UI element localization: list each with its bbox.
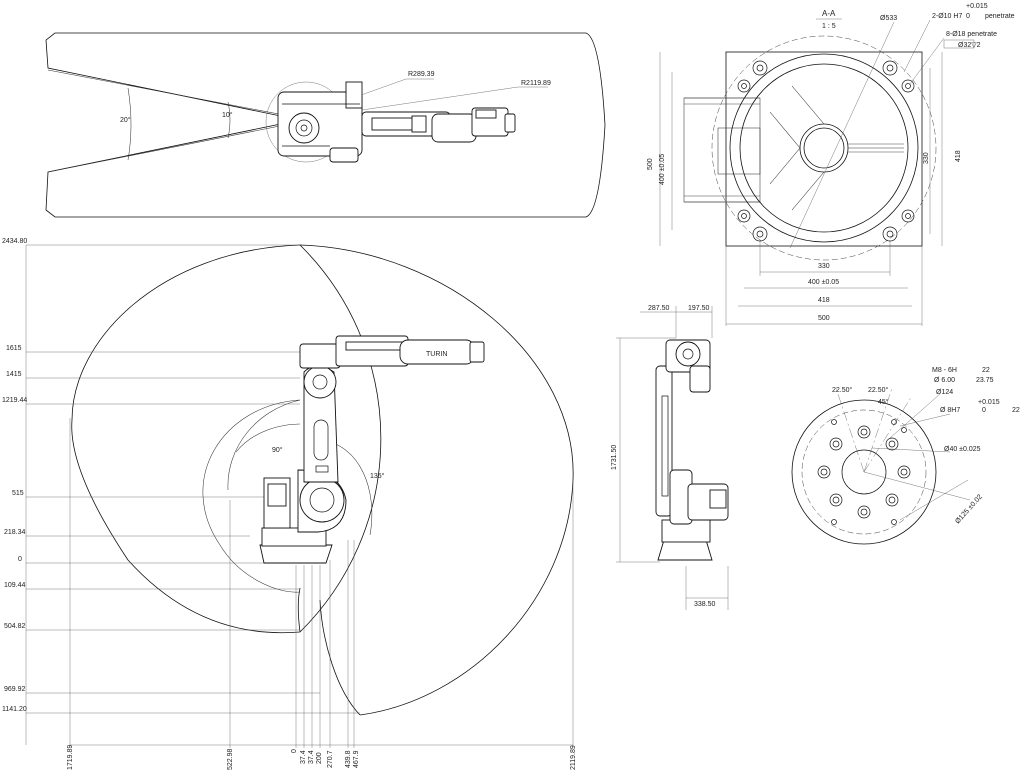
y-label: 0 xyxy=(18,556,22,563)
x-label: 522.98 xyxy=(227,748,234,770)
y-dimension-lines xyxy=(25,244,360,745)
pin-h7-depth: 22 xyxy=(1012,407,1020,414)
thread-depth: 22 xyxy=(982,367,990,374)
flange-outer xyxy=(791,399,937,545)
angle-b: 22.50° xyxy=(868,386,889,394)
pcd: Ø124 xyxy=(936,389,953,396)
y-label: 515 xyxy=(12,490,24,497)
y-label: 2434.80 xyxy=(2,238,27,245)
thread-spec: M8 - 6H xyxy=(932,367,957,374)
y-label: 1219.44 xyxy=(2,397,27,404)
dim-330-h: 330 xyxy=(818,263,830,270)
y-label: 109.44 xyxy=(4,582,26,589)
outer-dia: Ø125 ±0.02 xyxy=(954,493,984,525)
counterbore: Ø32▽2 xyxy=(958,42,981,49)
pin-hole: Ø 6.00 xyxy=(934,377,955,384)
center-bore: Ø40 ±0.025 xyxy=(944,446,981,453)
bolt-holes xyxy=(737,60,915,242)
side-view-robot: TURIN xyxy=(259,335,485,564)
tol-upper: +0.015 xyxy=(978,399,1000,406)
tol-lower: 0 xyxy=(982,407,986,414)
x-dimension-lines xyxy=(69,418,574,748)
x-label: 439.8 xyxy=(345,750,352,768)
x-label: 0 xyxy=(291,749,298,753)
angle-c: 45° xyxy=(878,398,889,406)
hole-spec: 2-Ø10 H7 xyxy=(932,13,962,20)
y-label: 1141.20 xyxy=(2,706,27,713)
top-view-robot xyxy=(277,81,516,163)
hole-note: penetrate xyxy=(985,13,1015,20)
front-view: 287.50 197.50 1731.50 338.50 xyxy=(611,305,729,610)
dim-197: 197.50 xyxy=(688,305,710,312)
section-title: A-A xyxy=(822,9,836,18)
flange-view: 22.50° 22.50° 45° M8 - 6H 22 Ø 6.00 23.7… xyxy=(791,367,1020,545)
top-view-radius-outer: R2119.89 xyxy=(521,80,551,87)
dim-500-h: 500 xyxy=(818,315,830,322)
x-labels: 1719.89 522.98 0 37.4 37.4 200 270.7 439… xyxy=(67,745,577,770)
x-label: 2119.89 xyxy=(570,745,577,770)
hole-tol-lower: 0 xyxy=(966,13,970,20)
x-label: 270.7 xyxy=(327,750,334,768)
dim-1731: 1731.50 xyxy=(611,445,618,470)
side-view: 2434.80 1615 1415 1219.44 515 218.34 0 1… xyxy=(2,238,577,770)
x-label: 37.4 xyxy=(300,750,307,764)
top-view-envelope xyxy=(45,32,606,218)
x-label: 37.4 xyxy=(308,750,315,764)
dim-400-h: 400 ±0.05 xyxy=(808,279,839,286)
dia-533-label: Ø533 xyxy=(880,15,897,22)
bolt-spec: 8-Ø18 penetrate xyxy=(946,31,997,38)
section-scale: 1 : 5 xyxy=(822,23,836,30)
x-label: 467.9 xyxy=(353,750,360,768)
pin-h7: Ø 8H7 xyxy=(940,407,960,414)
top-view: R289.39 R2119.89 20° 10° xyxy=(45,32,606,218)
y-label: 218.34 xyxy=(4,529,26,536)
x-label: 200 xyxy=(316,752,323,764)
dim-500-v: 500 xyxy=(647,158,654,170)
pin-depth: 23.75 xyxy=(976,377,994,384)
dim-338: 338.50 xyxy=(694,601,716,608)
angle-a: 22.50° xyxy=(832,386,853,394)
y-label: 1615 xyxy=(6,345,22,352)
y-label: 504.82 xyxy=(4,623,26,630)
top-view-angle-inner: 10° xyxy=(222,111,233,119)
dim-418-v: 418 xyxy=(955,150,962,162)
top-view-angle-outer: 20° xyxy=(120,116,131,124)
section-view: A-A 1 : 5 Ø533 +0.015 2-Ø10 H xyxy=(647,3,1015,326)
y-label: 1415 xyxy=(6,371,22,378)
dim-287: 287.50 xyxy=(648,305,670,312)
front-view-robot xyxy=(655,339,729,561)
dim-418-h: 418 xyxy=(818,297,830,304)
base-plate xyxy=(725,51,923,247)
angle-135-label: 135° xyxy=(370,472,385,480)
dim-400-v: 400 ±0.05 xyxy=(659,154,666,185)
angle-90-label: 90° xyxy=(272,446,283,454)
hole-tol-upper: +0.015 xyxy=(966,3,988,10)
dim-330-v: 330 xyxy=(923,152,930,164)
brand-label: TURIN xyxy=(426,351,447,358)
top-view-radius-inner: R289.39 xyxy=(408,71,435,78)
x-label: 1719.89 xyxy=(67,745,74,770)
y-label: 969.92 xyxy=(4,686,26,693)
y-labels: 2434.80 1615 1415 1219.44 515 218.34 0 1… xyxy=(2,238,27,713)
